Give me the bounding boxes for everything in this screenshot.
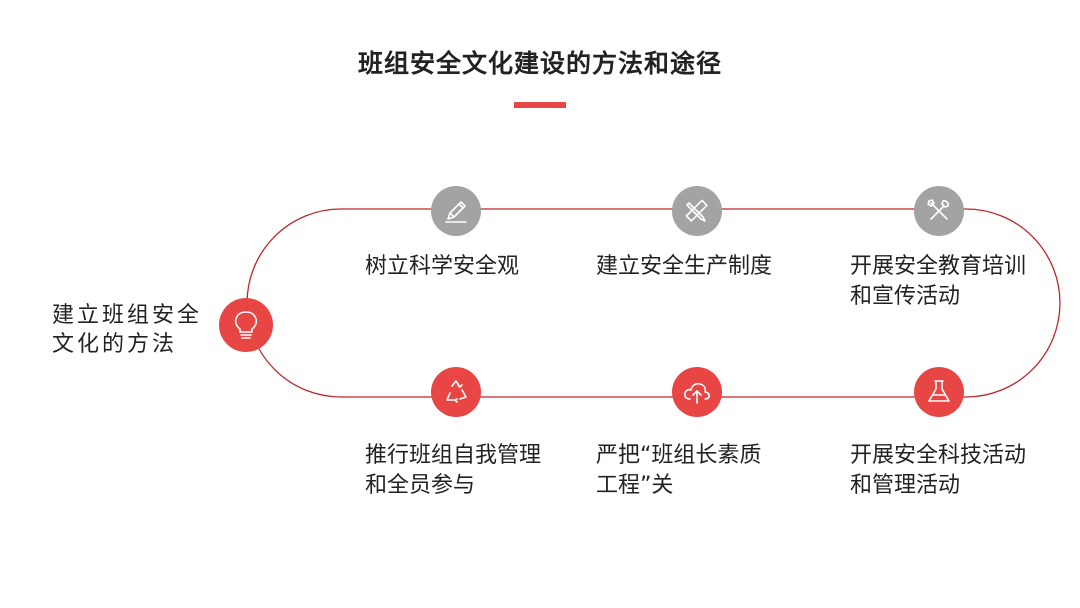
step-label-5: 严把“班组长素质工程”关 bbox=[596, 443, 762, 498]
step-node-4 bbox=[431, 367, 481, 417]
step-label-1: 树立科学安全观 bbox=[365, 254, 520, 279]
cloud-upload-icon bbox=[681, 377, 713, 407]
step-node-5 bbox=[672, 367, 722, 417]
step-node-6 bbox=[914, 367, 964, 417]
ruler-pencil-icon bbox=[682, 196, 712, 226]
tools-icon bbox=[924, 196, 954, 226]
step-node-3 bbox=[914, 186, 964, 236]
start-node bbox=[219, 298, 273, 352]
title-underline bbox=[514, 102, 566, 108]
flask-icon bbox=[924, 377, 954, 407]
start-label: 建立班组安全文化的方法 bbox=[52, 303, 203, 357]
page-title: 班组安全文化建设的方法和途径 bbox=[357, 49, 722, 78]
step-node-1 bbox=[431, 186, 481, 236]
pencil-icon bbox=[442, 197, 470, 225]
step-label-2: 建立安全生产制度 bbox=[596, 254, 773, 279]
step-label-4: 推行班组自我管理和全员参与 bbox=[365, 443, 542, 498]
step-label-6: 开展安全科技活动和管理活动 bbox=[850, 443, 1027, 498]
step-label-3: 开展安全教育培训和宣传活动 bbox=[850, 254, 1027, 309]
lightbulb-icon bbox=[231, 309, 261, 341]
recycle-icon bbox=[441, 377, 471, 407]
step-node-2 bbox=[672, 186, 722, 236]
